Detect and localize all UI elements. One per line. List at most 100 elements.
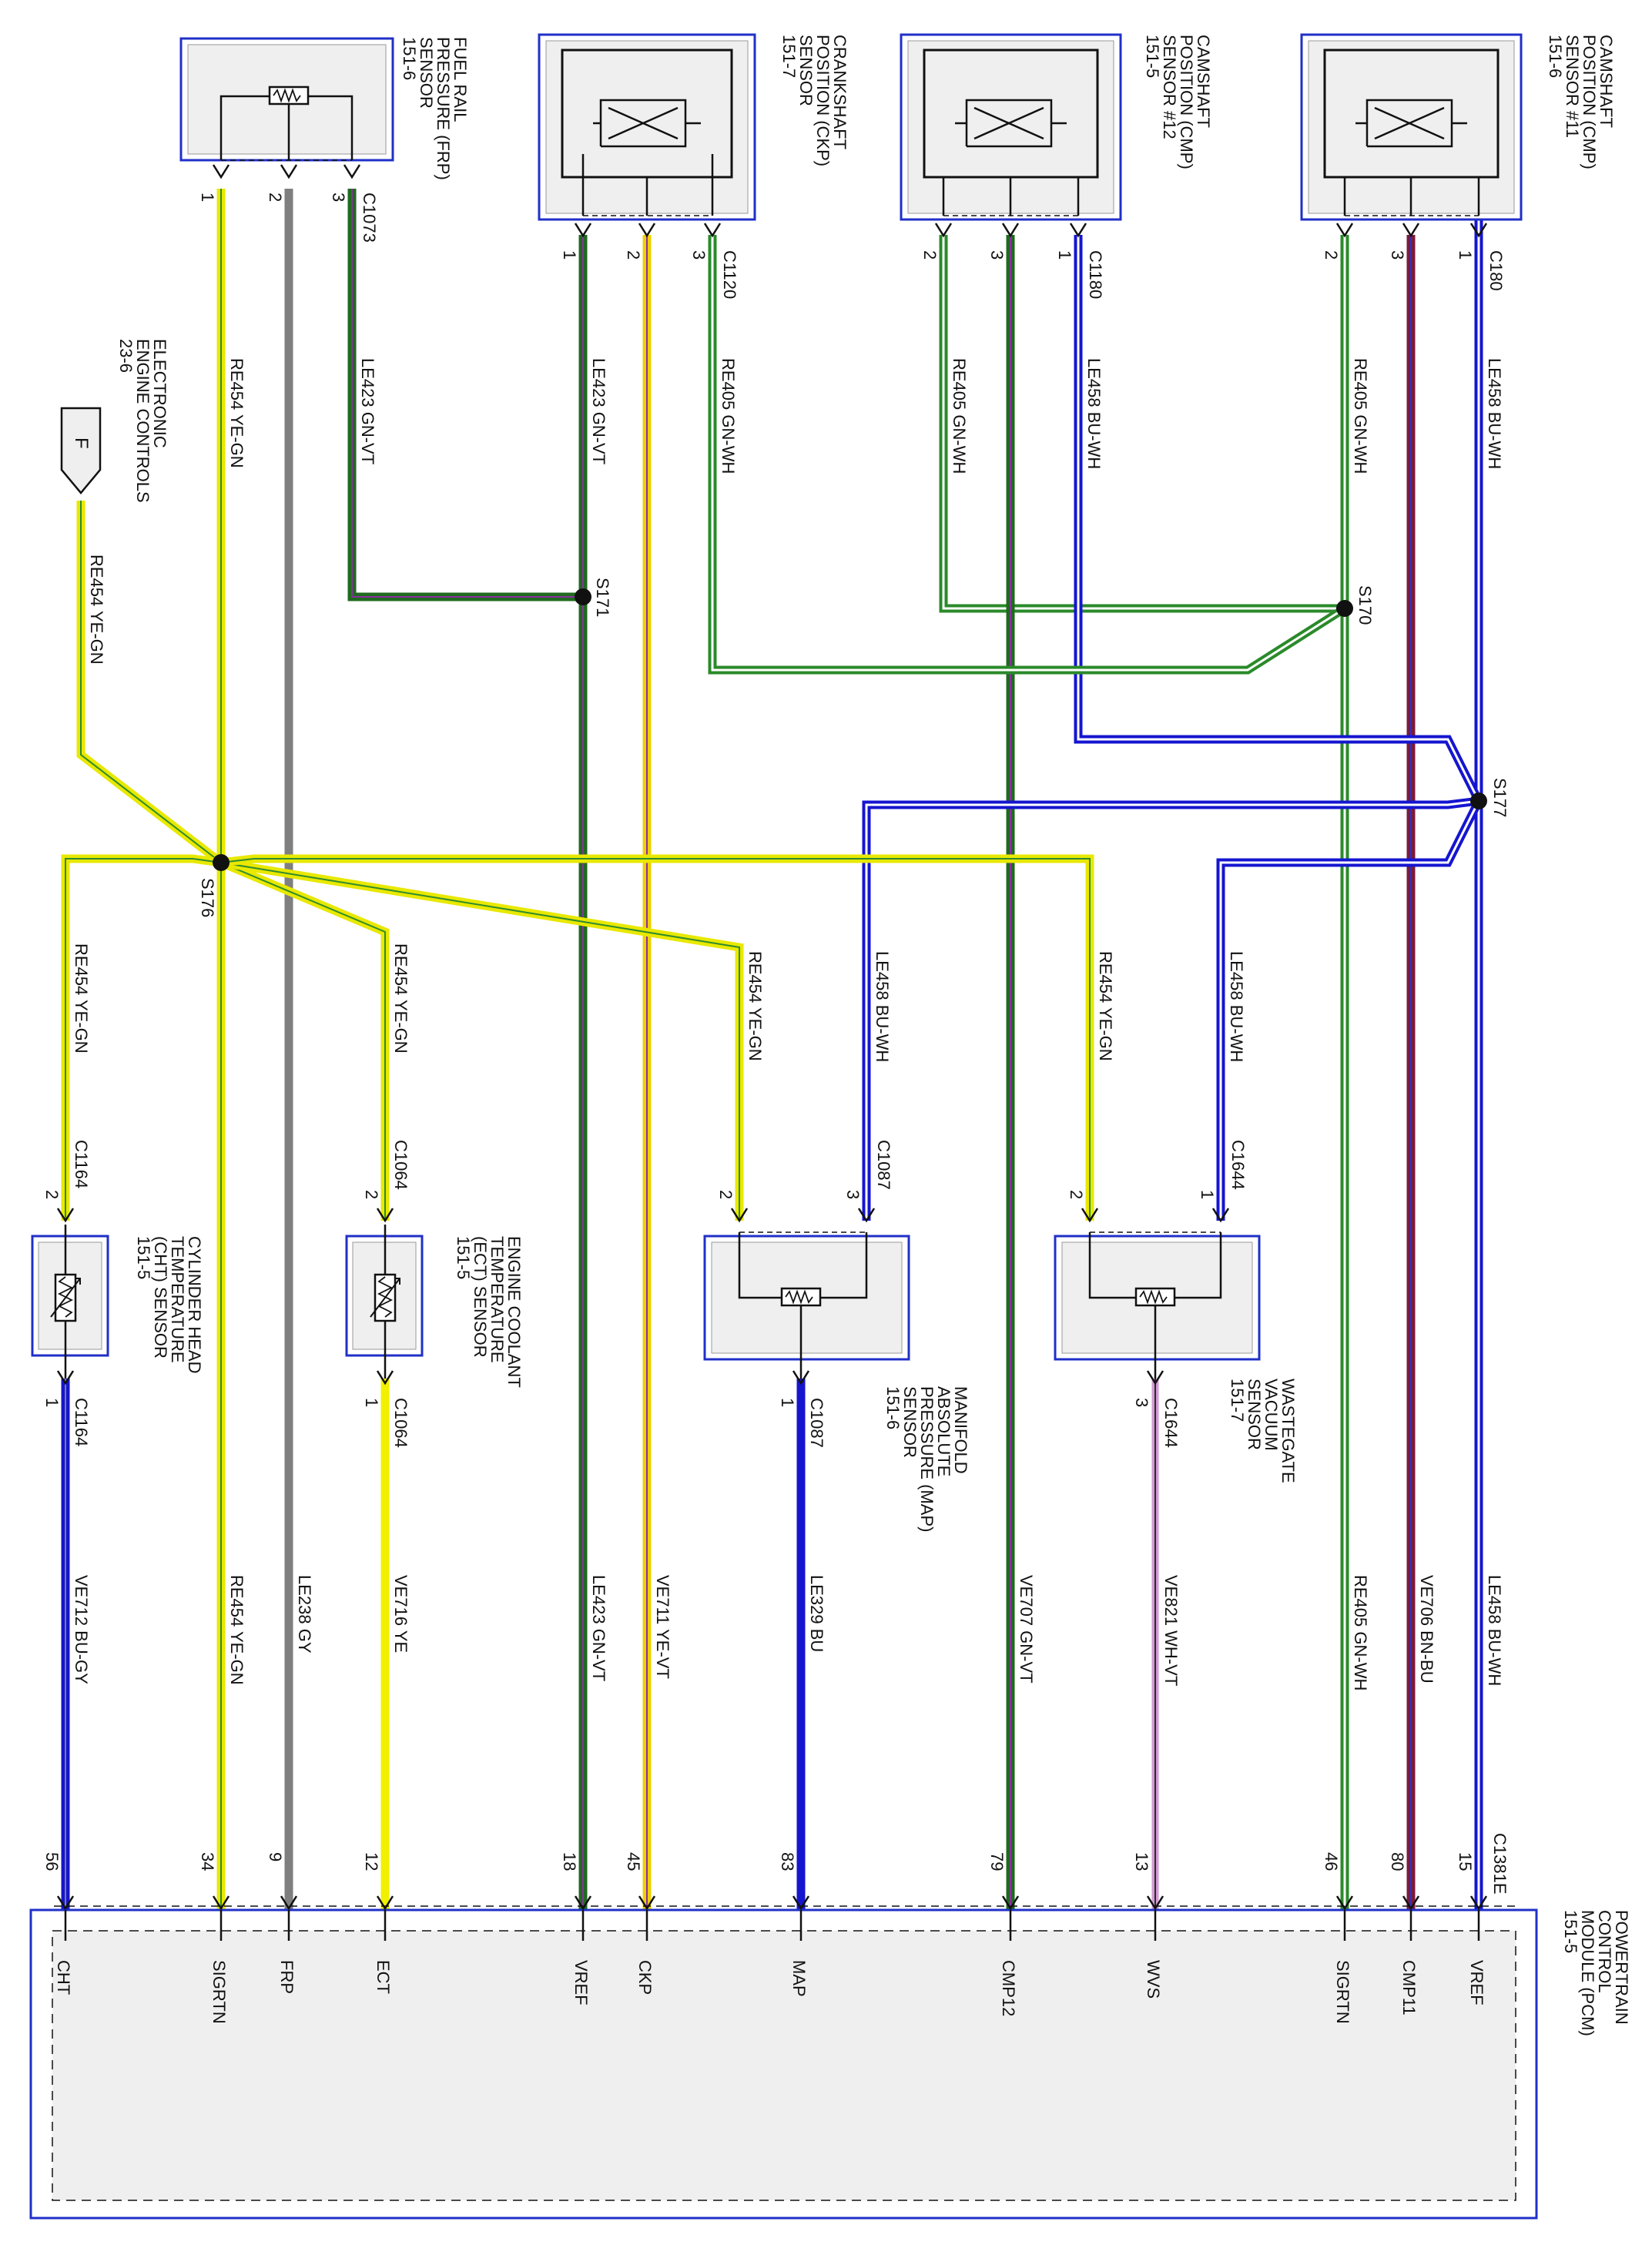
wire-label: RE454 YE-GN — [227, 1575, 246, 1685]
connector-id: C1120 — [720, 250, 739, 299]
wire-label: VE712 BU-GY — [72, 1575, 91, 1684]
temperature-sensor-icon — [370, 1273, 400, 1322]
splice-s177-dot[interactable] — [1470, 792, 1487, 809]
thermistor-icon — [268, 85, 310, 106]
connector-id: C1087 — [807, 1398, 826, 1448]
splice-s171-label: S171 — [593, 578, 612, 617]
splice-s176-dot[interactable] — [213, 854, 230, 871]
wire-label: RE405 GN-WH — [719, 358, 738, 474]
pcm-pin-signal: WVS — [1144, 1960, 1163, 1999]
connector-id: C1064 — [391, 1398, 410, 1448]
pcm-module[interactable]: C1381E POWERTRAIN CONTROL MODULE (PCM) 1… — [29, 1833, 1631, 2220]
pcm-pin-number: 34 — [198, 1852, 217, 1871]
pin-number: 2 — [362, 1190, 381, 1199]
pcm-pin-number: 83 — [778, 1852, 797, 1871]
cht-label-line: CYLINDER HEAD — [185, 1236, 204, 1373]
pcm-label-line: POWERTRAIN — [1612, 1910, 1631, 2025]
wire-le423-frp[interactable] — [347, 189, 583, 601]
frp-sensor[interactable]: 1 2 3 C1073 FUEL RAIL PRESSURE (FRP) SEN… — [179, 37, 470, 243]
wire-label: RE405 GN-WH — [1351, 358, 1370, 474]
wire-label: RE454 YE-GN — [227, 358, 246, 468]
ckp-sensor[interactable]: 1 2 3 C1120 CRANKSHAFT POSITION (CKP) SE… — [538, 33, 849, 299]
wire-label: VE821 WH-VT — [1161, 1575, 1181, 1686]
wire-label: LE458 BU-WH — [1485, 1575, 1504, 1686]
wire-re454-ect[interactable] — [219, 858, 390, 1221]
wire-re405-ckp[interactable] — [708, 235, 1347, 675]
pin-number: 3 — [329, 193, 348, 202]
cht-label-line: (CHT) SENSOR — [151, 1236, 170, 1359]
pin-number: 1 — [42, 1398, 62, 1407]
splice-s171-dot[interactable] — [575, 588, 591, 605]
wire-label: LE423 GN-VT — [589, 1575, 608, 1681]
cht-label-line: TEMPERATURE — [168, 1236, 187, 1363]
connector-id: C1164 — [72, 1140, 91, 1188]
cmp11-label-line: POSITION (CMP) — [1580, 35, 1599, 169]
wire-le458-map[interactable] — [862, 796, 1479, 1221]
wire-label: VE706 BN-BU — [1417, 1575, 1436, 1684]
cmp12-label-line: POSITION (CMP) — [1177, 35, 1196, 169]
frp-label-line: FUEL RAIL — [451, 37, 470, 122]
pcm-pin-number: 13 — [1132, 1852, 1151, 1871]
ect-label-line: TEMPERATURE — [488, 1236, 507, 1363]
pin-number: 1 — [1456, 250, 1475, 260]
pcm-pin-number: 80 — [1388, 1852, 1407, 1871]
wire-label: RE454 YE-GN — [72, 943, 91, 1054]
pcm-pin-signal: FRP — [277, 1960, 297, 1994]
pin-number: 2 — [1067, 1190, 1086, 1199]
wire-label: VE711 YE-VT — [653, 1575, 672, 1679]
wire-re454-wgv[interactable] — [220, 854, 1094, 1221]
pcm-pin-number: 9 — [266, 1852, 285, 1861]
connector-id: C180 — [1486, 250, 1506, 291]
pin-number: 3 — [1132, 1398, 1151, 1407]
wire-re405-cmp12[interactable] — [939, 235, 1345, 613]
pin-number: 3 — [1388, 250, 1407, 260]
pcm-pin-number: 12 — [362, 1852, 381, 1871]
wire-label: LE238 GY — [295, 1575, 314, 1654]
cmp12-label-line: 151-5 — [1143, 35, 1162, 78]
eec-reference[interactable]: F ELECTRONIC ENGINE CONTROLS 23-6 — [60, 339, 169, 503]
wire-le458-wgv[interactable] — [1216, 799, 1483, 1221]
pcm-label-line: MODULE (PCM) — [1578, 1910, 1597, 2036]
eec-label-line: ENGINE CONTROLS — [133, 339, 152, 503]
cmp11-sensor[interactable]: 2 3 1 C180 CAMSHAFT POSITION (CMP) SENSO… — [1300, 33, 1616, 291]
wire-re454-map[interactable] — [220, 858, 744, 1221]
cht-label-line: 151-5 — [134, 1236, 153, 1279]
thermistor-icon — [1134, 1287, 1176, 1307]
pcm-pin-signal: CMP12 — [999, 1960, 1018, 2016]
cmp12-sensor[interactable]: 2 3 1 C1180 CAMSHAFT POSITION (CMP) SENS… — [900, 33, 1213, 299]
wire-le458-cmp12[interactable] — [1074, 235, 1483, 803]
frp-label-line: PRESSURE (FRP) — [434, 37, 453, 180]
ect-sensor[interactable]: 2 C1064 1 C1064 ENGINE COOLANT TEMPERATU… — [345, 1140, 524, 1448]
connector-id: C1087 — [874, 1140, 893, 1190]
pin-number: 1 — [1055, 250, 1074, 260]
ckp-label-line: SENSOR — [796, 35, 816, 106]
cht-sensor[interactable]: 2 C1164 1 C1164 CYLINDER HEAD TEMPERATUR… — [31, 1140, 204, 1446]
map-label-line: SENSOR — [900, 1386, 920, 1458]
wire-re454-cht[interactable] — [61, 854, 222, 1221]
hall-sensor-icon — [955, 99, 1067, 148]
splice-s170-dot[interactable] — [1336, 600, 1353, 617]
wgv-label-line: SENSOR — [1245, 1379, 1264, 1450]
thermistor-icon — [780, 1287, 822, 1307]
splice-s176-label: S176 — [198, 878, 217, 917]
pcm-pins: 56CHT34SIGRTN9FRP12ECT18VREF45CKP83MAP79… — [42, 1852, 1488, 2024]
pin-number: 3 — [843, 1190, 863, 1199]
wire-re454-eec[interactable] — [76, 501, 224, 866]
pcm-label-line: CONTROL — [1595, 1910, 1614, 1993]
pcm-pin-number: 15 — [1456, 1852, 1475, 1871]
map-label-line: ABSOLUTE — [934, 1386, 953, 1476]
pin-number: 2 — [266, 193, 285, 202]
eec-label-line: ELECTRONIC — [150, 339, 169, 448]
ckp-label-line: CRANKSHAFT — [830, 35, 849, 149]
eec-letter: F — [71, 437, 92, 449]
map-sensor[interactable]: 2 3 C1087 1 C1087 MANIFOLD ABSOLUTE PRES… — [703, 1140, 970, 1532]
splices: S171 S170 S177 S176 — [198, 578, 1510, 917]
cmp11-label-line: CAMSHAFT — [1597, 35, 1616, 128]
wire-label: VE716 YE — [391, 1575, 410, 1653]
pcm-pin-signal: SIGRTN — [1333, 1960, 1352, 2024]
wire-label: RE405 GN-WH — [1351, 1575, 1370, 1690]
wgv-label-line: VACUUM — [1262, 1379, 1281, 1451]
pin-number: 1 — [778, 1398, 797, 1407]
wastegate-vacuum-sensor[interactable]: 2 1 C1644 3 C1644 WASTEGATE VACUUM SENSO… — [1054, 1140, 1298, 1483]
wire-label: RE405 GN-WH — [950, 358, 969, 474]
